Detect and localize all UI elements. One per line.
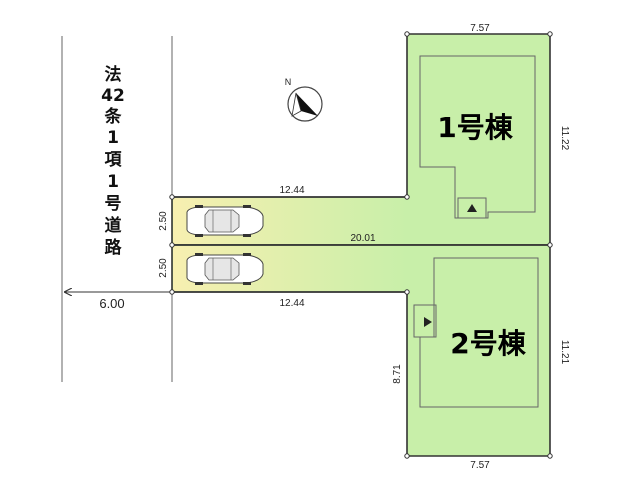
road-label-char: 路: [105, 237, 123, 258]
lot2-driveway-width-label: 2.50: [158, 258, 169, 278]
lot1-driveway-width-label: 2.50: [158, 211, 169, 231]
lot1-driveway-length-label: 12.44: [279, 185, 304, 196]
building2-label: 2号棟: [450, 327, 526, 360]
road-label-char: 号: [105, 194, 122, 214]
lot2-right-depth-label: 11.21: [559, 340, 570, 365]
road-label-char: 1: [107, 172, 119, 192]
car-icon: [186, 253, 264, 285]
road-label-char: 項: [105, 150, 123, 170]
road-label-char: 条: [104, 106, 123, 127]
road-label-char: 法: [105, 64, 122, 85]
lot1-top-width-label: 7.57: [470, 23, 490, 34]
shared-driveway-total-label: 20.01: [350, 233, 375, 244]
car-icon: [186, 205, 264, 237]
road-label-char: 1: [107, 128, 119, 148]
building2-entrance-arrow-icon: [424, 317, 432, 327]
compass-north-label: N: [285, 77, 292, 87]
lot1-right-depth-label: 11.22: [559, 126, 570, 151]
lot2-left-depth-label: 8.71: [392, 364, 403, 384]
north-compass-icon: N: [285, 77, 323, 122]
building1-footprint: [419, 55, 536, 219]
road-label-char: 42: [101, 86, 125, 106]
building1-entrance: [457, 197, 487, 219]
building2-entrance: [413, 304, 437, 338]
lot2-bottom-width-label: 7.57: [470, 460, 490, 471]
corner-points: [169, 31, 553, 459]
road-label-char: 道: [105, 215, 122, 236]
road-label: 法 42 条 1 項 1 号 道 路: [101, 64, 125, 258]
lot2-driveway-length-label: 12.44: [279, 298, 304, 309]
building1-entrance-arrow-icon: [467, 204, 477, 212]
building1-label: 1号棟: [437, 111, 513, 144]
road-width-label: 6.00: [99, 296, 124, 311]
